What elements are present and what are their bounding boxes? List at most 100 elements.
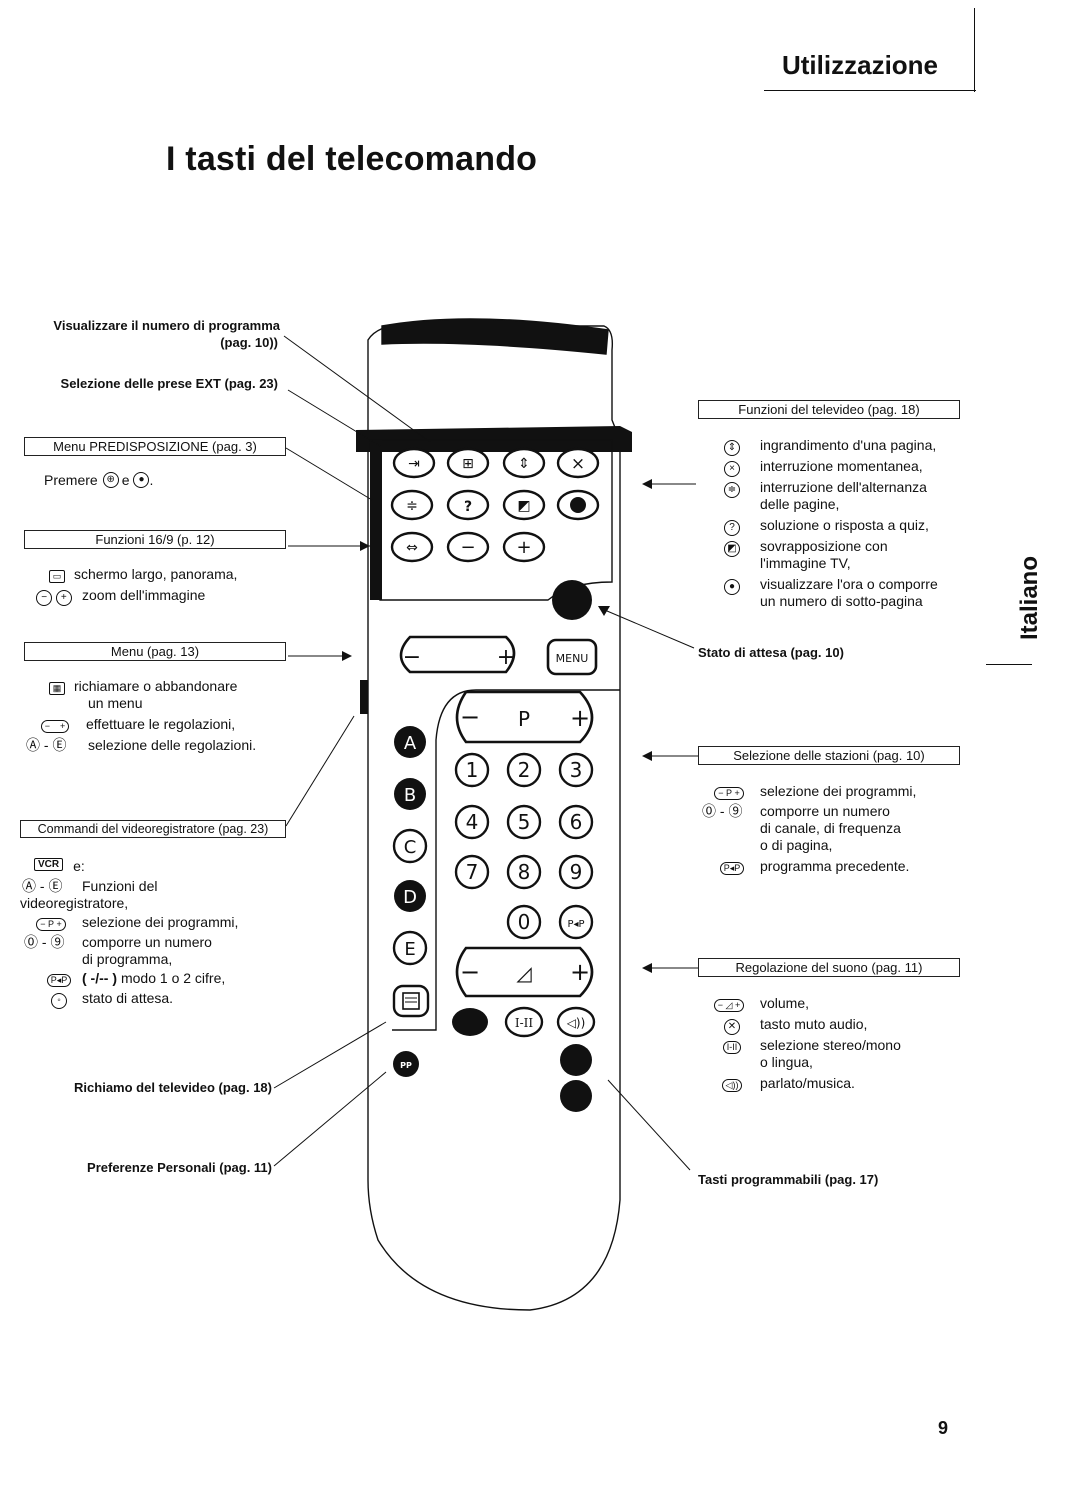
teletext-mix-icon: ⊕	[102, 472, 119, 488]
digit-8: 8	[518, 860, 531, 884]
svg-text:◿: ◿	[515, 961, 532, 985]
enlarge-icon: ⇕	[704, 437, 760, 456]
tt-row-5: ?soluzione o risposta a quiz,	[704, 517, 929, 536]
svg-text:−: −	[460, 958, 480, 986]
svg-text:◩: ◩	[517, 498, 530, 514]
menu-predisp-row: Premere ⊕ e ● .	[44, 472, 154, 488]
p-key-label: P	[518, 707, 530, 731]
teletext-item: visualizzare l'ora o comporre	[760, 576, 938, 592]
teletext-item: delle pagine,	[760, 496, 840, 512]
f169-item: schermo largo, panorama,	[74, 566, 238, 582]
prog-number-page: (pag. 10))	[220, 335, 278, 350]
svg-text:⊞: ⊞	[462, 456, 474, 472]
st-row-1: − P +selezione dei programmi,	[698, 783, 916, 800]
prog-key-icon: − P +	[20, 914, 82, 931]
digit-keys-icon: ⓪ - ⑨	[702, 803, 743, 819]
reveal-icon: ?	[704, 517, 760, 536]
svg-text:+: +	[497, 645, 515, 670]
adjust-key-icon: − +	[24, 716, 86, 733]
header-rule	[764, 90, 976, 91]
menu-icon: ▦	[40, 678, 74, 695]
subpage-stop-icon: ≑	[704, 479, 760, 498]
pp-key-icon: P◂P	[704, 858, 760, 875]
tt-row-3: ≑interruzione dell'alternanza	[704, 479, 927, 498]
teletext-call-label: Richiamo del televideo (pag. 18)	[74, 1080, 272, 1095]
menu-row-3: − + effettuare le regolazioni,	[24, 716, 235, 733]
menu-box: Menu (pag. 13)	[24, 642, 286, 661]
menu-predisp-and: e	[121, 472, 130, 488]
menu-item: richiamare o abbandonare	[74, 678, 238, 694]
question-key: ?	[464, 499, 472, 515]
tt-row-2: ×interruzione momentanea,	[704, 458, 923, 477]
time-icon: ●	[704, 576, 760, 595]
digit-mode: ( -/-- )	[82, 970, 117, 986]
vcr-item: di programma,	[82, 951, 173, 967]
svg-text:+: +	[570, 704, 590, 732]
mix-icon: ◩	[704, 538, 760, 557]
stations-item: programma precedente.	[760, 858, 910, 874]
page-title: I tasti del telecomando	[166, 140, 538, 178]
teletext-item: interruzione dell'alternanza	[760, 479, 927, 495]
vcr-letter-keys: Ⓐ - Ⓔ	[22, 878, 63, 894]
stations-item: di canale, di frequenza	[760, 820, 901, 836]
menu-row-1: ▦ richiamare o abbandonare	[40, 678, 237, 695]
sound-box: Regolazione del suono (pag. 11)	[698, 958, 960, 977]
svg-text:◁)): ◁))	[566, 1016, 586, 1030]
stations-box: Selezione delle stazioni (pag. 10)	[698, 746, 960, 765]
widescreen-icon: ▭	[40, 566, 74, 583]
standby-icon: ◦	[36, 990, 82, 1009]
f169-row-1: ▭ schermo largo, panorama,	[40, 566, 237, 583]
stations-item: selezione dei programmi,	[760, 783, 917, 799]
teletext-item: ingrandimento d'una pagina,	[760, 437, 937, 453]
so-row-5: ◁))parlato/musica.	[704, 1075, 855, 1092]
sound-item: parlato/musica.	[760, 1075, 855, 1091]
digit-3: 3	[570, 758, 583, 782]
hold-icon: ×	[704, 458, 760, 477]
svg-text:≑: ≑	[406, 498, 418, 514]
stereo-key: I-II	[515, 1016, 534, 1030]
digit-5: 5	[518, 810, 531, 834]
so-row-1: − ◿ +volume,	[698, 995, 809, 1012]
svg-text:−: −	[403, 645, 421, 670]
stereo-mono-icon: I-II	[704, 1037, 760, 1054]
vcr-row-4: ⓪ - ⑨ comporre un numero	[24, 934, 212, 951]
vcr-row-7: ◦ stato di attesa.	[36, 990, 173, 1009]
teletext-item: l'immagine TV,	[760, 555, 851, 571]
key-d: D	[403, 887, 417, 908]
speech-music-icon: ◁))	[704, 1075, 760, 1092]
vcr-item: comporre un numero	[82, 934, 212, 950]
vcr-row-1: Ⓐ - Ⓔ Funzioni del	[22, 878, 158, 895]
menu-item: effettuare le regolazioni,	[86, 716, 236, 732]
key-e: E	[404, 939, 415, 960]
menu-item: un menu	[88, 695, 143, 711]
mute-icon: ✕	[704, 1016, 760, 1035]
svg-text:+: +	[570, 958, 590, 986]
sound-item: tasto muto audio,	[760, 1016, 868, 1032]
so-row-2: ✕tasto muto audio,	[704, 1016, 867, 1035]
digit-1: 1	[466, 758, 479, 782]
svg-text:+: +	[516, 537, 531, 558]
f169-item: zoom dell'immagine	[82, 587, 206, 603]
pp-key-label: P◂P	[567, 919, 584, 930]
digit-0: 0	[518, 910, 531, 934]
menu-row-4: Ⓐ - Ⓔ selezione delle regolazioni.	[26, 737, 256, 754]
standby-label: Stato di attesa (pag. 10)	[698, 645, 844, 660]
tt-row-8: ●visualizzare l'ora o comporre	[704, 576, 938, 595]
digit-2: 2	[518, 758, 531, 782]
clock-icon: ●	[133, 472, 150, 488]
ext-label: Selezione delle prese EXT (pag. 23)	[60, 376, 278, 391]
vcr-item: stato di attesa.	[82, 990, 174, 1006]
svg-text:×: ×	[571, 454, 585, 474]
volume-key-icon: − ◿ +	[698, 995, 760, 1012]
zoom-icon: − +	[26, 587, 82, 606]
menu-predisp-text: Premere	[44, 472, 98, 488]
tt-row-6: ◩sovrapposizione con	[704, 538, 888, 557]
vcr-row-0: VCR e:	[34, 858, 85, 875]
f169-row-2: − + zoom dell'immagine	[26, 587, 205, 606]
key-b: B	[404, 785, 416, 806]
digit-7: 7	[466, 860, 479, 884]
digit-keys-icon: ⓪ - ⑨	[24, 934, 65, 950]
